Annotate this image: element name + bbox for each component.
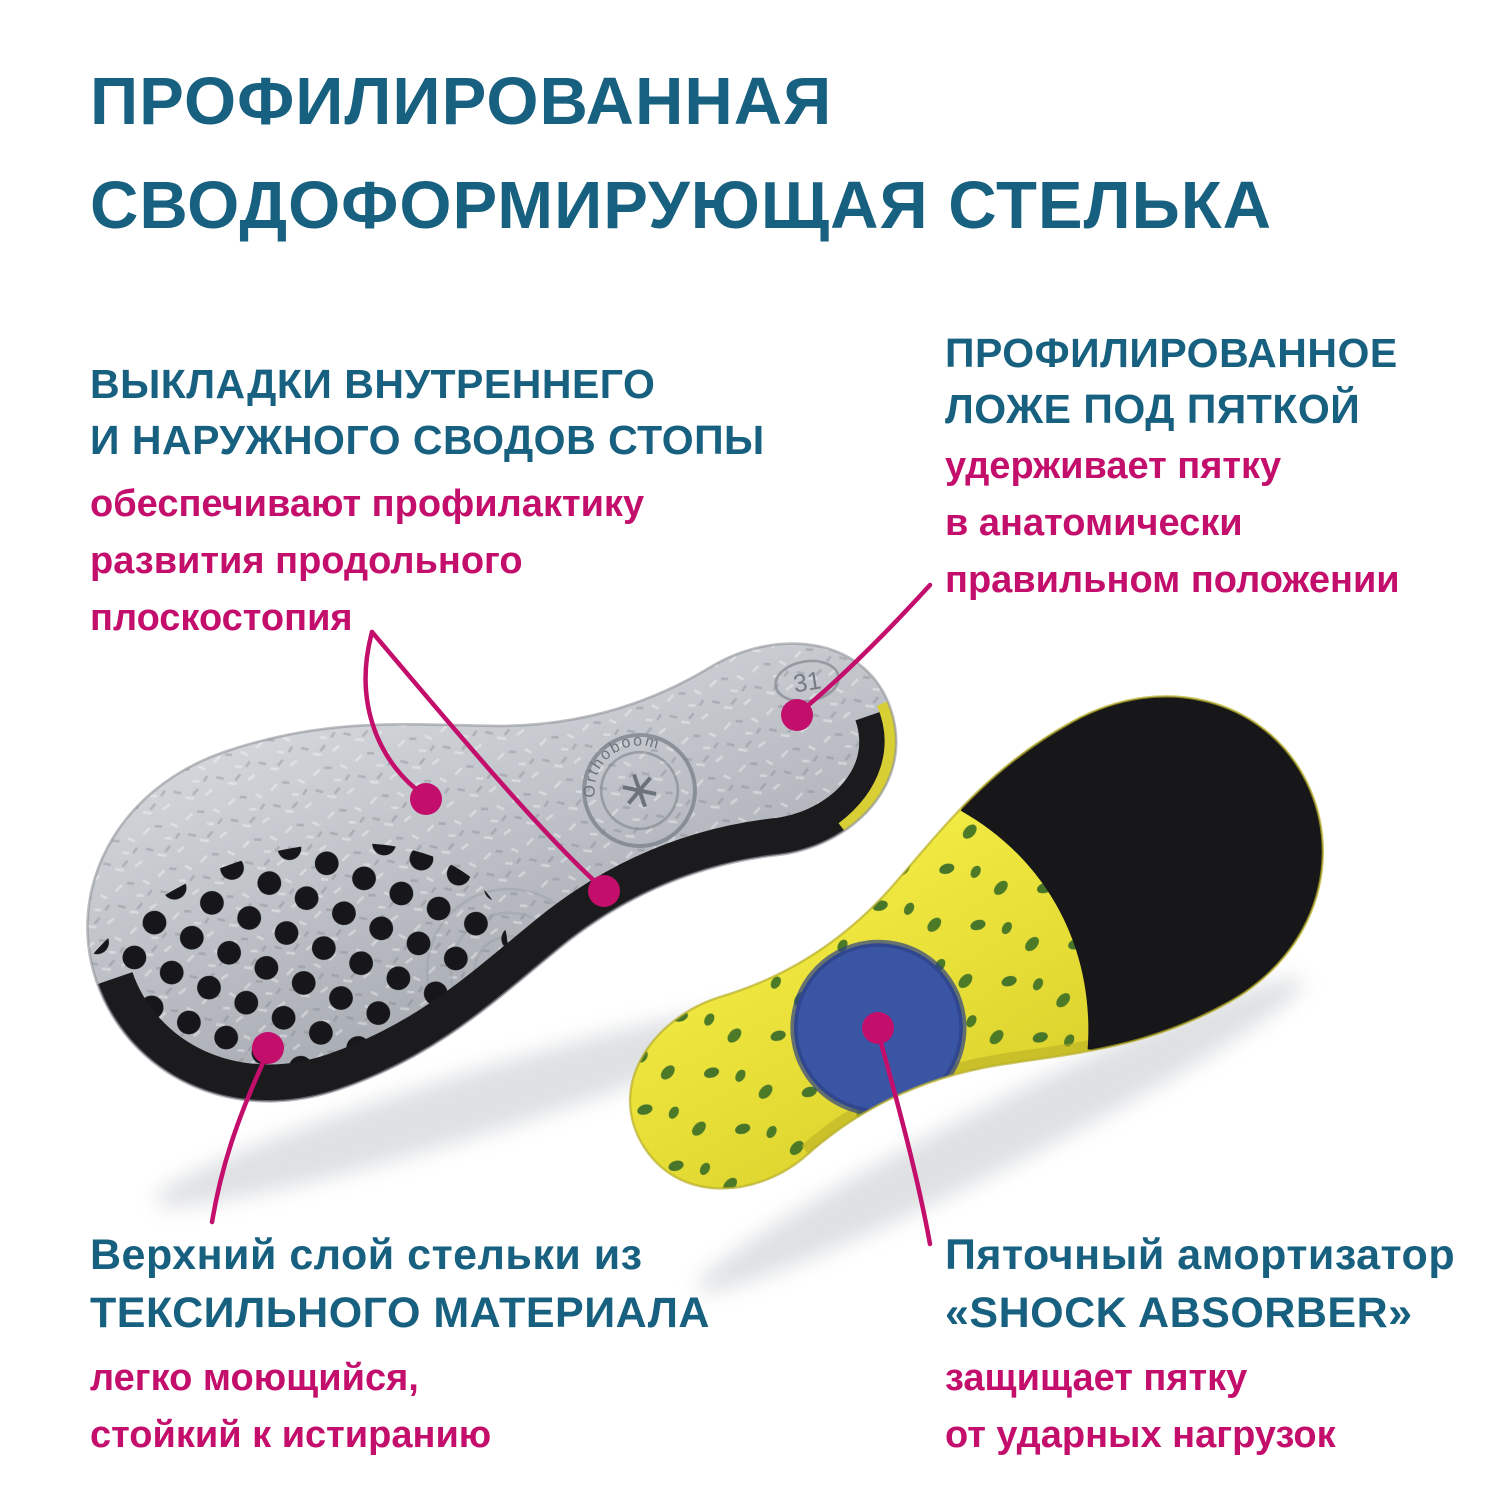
callout-arch-body: обеспечивают профилактику развития продо… (90, 476, 644, 647)
callout-arch-heading-line: И НАРУЖНОГО СВОДОВ СТОПЫ (90, 417, 765, 463)
callout-heel-bed-heading-line: ПРОФИЛИРОВАННОЕ (945, 330, 1398, 376)
callout-top-layer-body: легко моющийся, стойкий к истиранию (90, 1350, 491, 1464)
callout-top-layer-body-line: стойкий к истиранию (90, 1414, 492, 1456)
callout-shock-heading-line: «SHOCK ABSORBER» (945, 1289, 1413, 1337)
callout-arch-body-line: развития продольного (90, 540, 523, 582)
callout-heel-bed-body-line: удерживает пятку (945, 445, 1282, 487)
callout-arch-heading-line: ВЫКЛАДКИ ВНУТРЕННЕГО (90, 361, 656, 407)
callout-line-shock (875, 1029, 933, 1247)
callout-shock-body-line: от ударных нагрузок (945, 1414, 1336, 1456)
page-title: ПРОФИЛИРОВАННАЯ СВОДОФОРМИРУЮЩАЯ СТЕЛЬКА (90, 50, 1272, 258)
callout-shock-heading-line: Пяточный амортизатор (945, 1231, 1456, 1279)
insole-shadow-left (154, 1003, 786, 1207)
page-title-line: ПРОФИЛИРОВАННАЯ (90, 64, 833, 139)
callout-shock-body-line: защищает пятку (945, 1357, 1248, 1399)
toe-cap-black (960, 680, 1337, 1055)
callout-heel-bed-heading: ПРОФИЛИРОВАННОЕ ЛОЖЕ ПОД ПЯТКОЙ (945, 325, 1398, 437)
callout-top-layer-heading-line: ТЕКСИЛЬНОГО МАТЕРИАЛА (90, 1289, 710, 1337)
callout-dots (252, 699, 894, 1064)
callout-heel-bed-body: удерживает пятку в анатомически правильн… (945, 438, 1400, 609)
insole-bottom-view (563, 635, 1384, 1286)
callout-top-layer-heading-line: Верхний слой стельки из (90, 1231, 643, 1279)
callout-dot-shock (862, 1012, 894, 1044)
page-title-line: СВОДОФОРМИРУЮЩАЯ СТЕЛЬКА (90, 168, 1273, 243)
callout-heel-bed-body-line: в анатомически (945, 502, 1243, 544)
callout-shock-body: защищает пятку от ударных нагрузок (945, 1350, 1336, 1464)
callout-shock-heading: Пяточный амортизатор «SHOCK ABSORBER» (945, 1226, 1455, 1342)
callout-heel-bed-heading-line: ЛОЖЕ ПОД ПЯТКОЙ (945, 386, 1361, 432)
callout-line-heel-bed (797, 582, 933, 715)
callout-line-arch-1 (363, 629, 427, 798)
callout-dot-heel-bed (781, 699, 813, 731)
callout-arch-heading: ВЫКЛАДКИ ВНУТРЕННЕГО И НАРУЖНОГО СВОДОВ … (90, 356, 765, 468)
callout-dot-arch-1 (410, 783, 442, 815)
insole-shadow-right (696, 978, 1304, 1292)
callout-heel-bed-body-line: правильном положении (945, 559, 1400, 601)
callout-line-arch-2 (369, 629, 603, 889)
callout-line-top-layer (209, 1049, 271, 1225)
callout-arch-body-line: обеспечивают профилактику (90, 483, 645, 525)
callout-dot-top-layer (252, 1032, 284, 1064)
callout-arch-body-line: плоскостопия (90, 597, 353, 639)
callout-top-layer-body-line: легко моющийся, (90, 1357, 419, 1399)
callout-top-layer-heading: Верхний слой стельки из ТЕКСИЛЬНОГО МАТЕ… (90, 1226, 710, 1342)
callout-dot-arch-2 (588, 875, 620, 907)
svg-text:31: 31 (791, 666, 823, 698)
callout-connectors (209, 582, 933, 1247)
